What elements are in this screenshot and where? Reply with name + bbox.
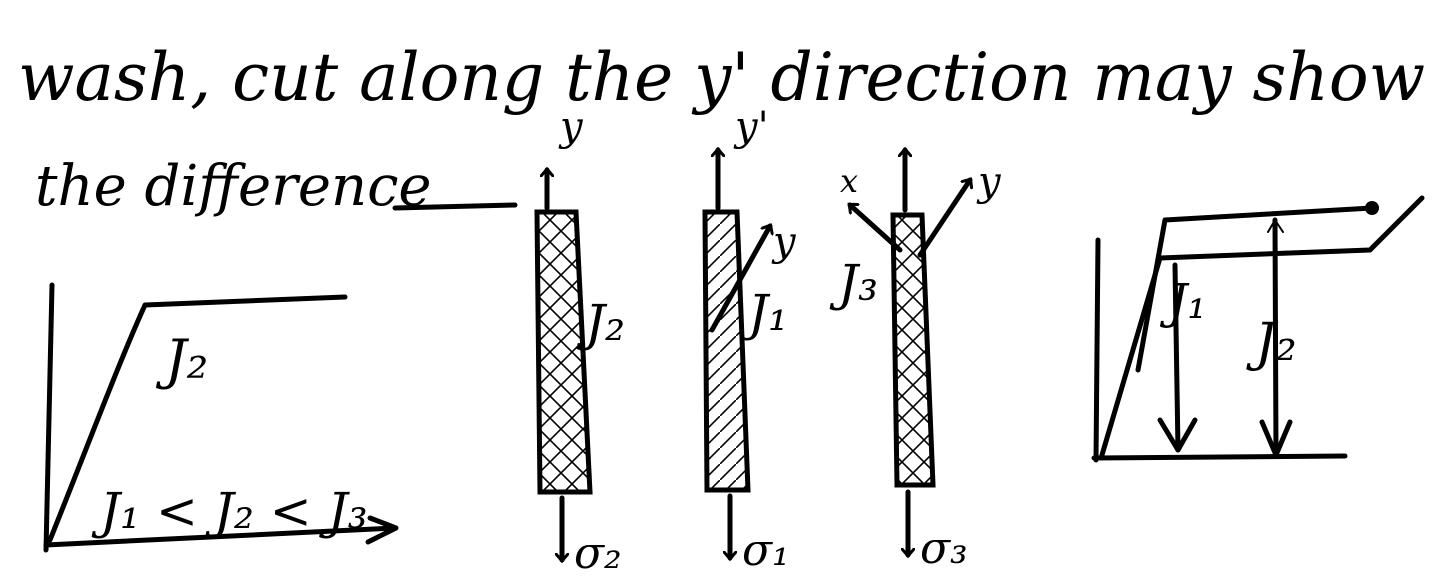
- right-plot-point: [1365, 201, 1379, 215]
- underline-stroke: [392, 202, 518, 211]
- right-plot-j2-top-tick: [1267, 218, 1284, 233]
- strip-a-label: J₂: [576, 294, 625, 352]
- right-stress-strain-plot: J₁ J₂: [1091, 195, 1425, 463]
- strip-c-rotated-axis-label: y: [976, 159, 1002, 205]
- left-stress-strain-plot: J₂ J₁ < J₂ < J₃: [43, 282, 399, 553]
- strip-a-body: [534, 209, 593, 495]
- right-plot-j1-arrowhead: [1157, 417, 1198, 453]
- strip-c: x y J₃ σ₃: [829, 150, 1002, 574]
- strip-b-rotated-axis-label: y: [771, 219, 797, 265]
- right-plot-curve-lower: [1099, 195, 1425, 458]
- strip-a-stress-label: σ₂: [574, 528, 622, 579]
- right-plot-j2-arrowhead: [1259, 419, 1293, 458]
- strip-b-body: [702, 209, 751, 493]
- strip-c-body: [890, 212, 936, 488]
- strip-b-axis-label: y': [733, 104, 769, 150]
- strip-b-stress-label: σ₁: [742, 525, 790, 576]
- left-plot-curve: [47, 294, 348, 543]
- header-line-1: wash, cut along the y' direction may sho…: [18, 39, 1425, 116]
- right-plot-label-1: J₁: [1159, 274, 1206, 330]
- header-line-2: the difference: [35, 154, 432, 219]
- strip-c-label: J₃: [829, 254, 878, 312]
- strip-c-rotated-axis-arrow: [917, 180, 970, 258]
- left-curve-label: J₂: [155, 328, 208, 391]
- strip-c-stress-label: σ₃: [920, 523, 968, 574]
- right-plot-curve-upper: [1135, 205, 1375, 373]
- right-plot-y-axis: [1093, 237, 1101, 463]
- left-plot-x-arrowhead: [365, 515, 399, 545]
- inequality-label: J₁ < J₂ < J₃: [91, 482, 368, 540]
- strip-a: y J₂ σ₂: [534, 104, 625, 579]
- strip-c-x-label: x: [840, 162, 858, 200]
- right-plot-j1-line: [1172, 262, 1181, 453]
- right-plot-j2-line: [1272, 217, 1279, 458]
- right-plot-label-2: J₂: [1246, 313, 1297, 373]
- strip-b-label: J₁: [739, 284, 788, 342]
- left-plot-x-axis: [43, 525, 398, 548]
- strip-c-x-arrow: [847, 202, 903, 253]
- strip-b-rotated-axis-arrow: [709, 226, 770, 333]
- right-plot-x-axis: [1091, 453, 1348, 461]
- strip-a-axis-label: y: [558, 104, 584, 150]
- strip-b: y' y J₁ σ₁: [702, 104, 797, 576]
- left-plot-y-axis: [43, 282, 55, 553]
